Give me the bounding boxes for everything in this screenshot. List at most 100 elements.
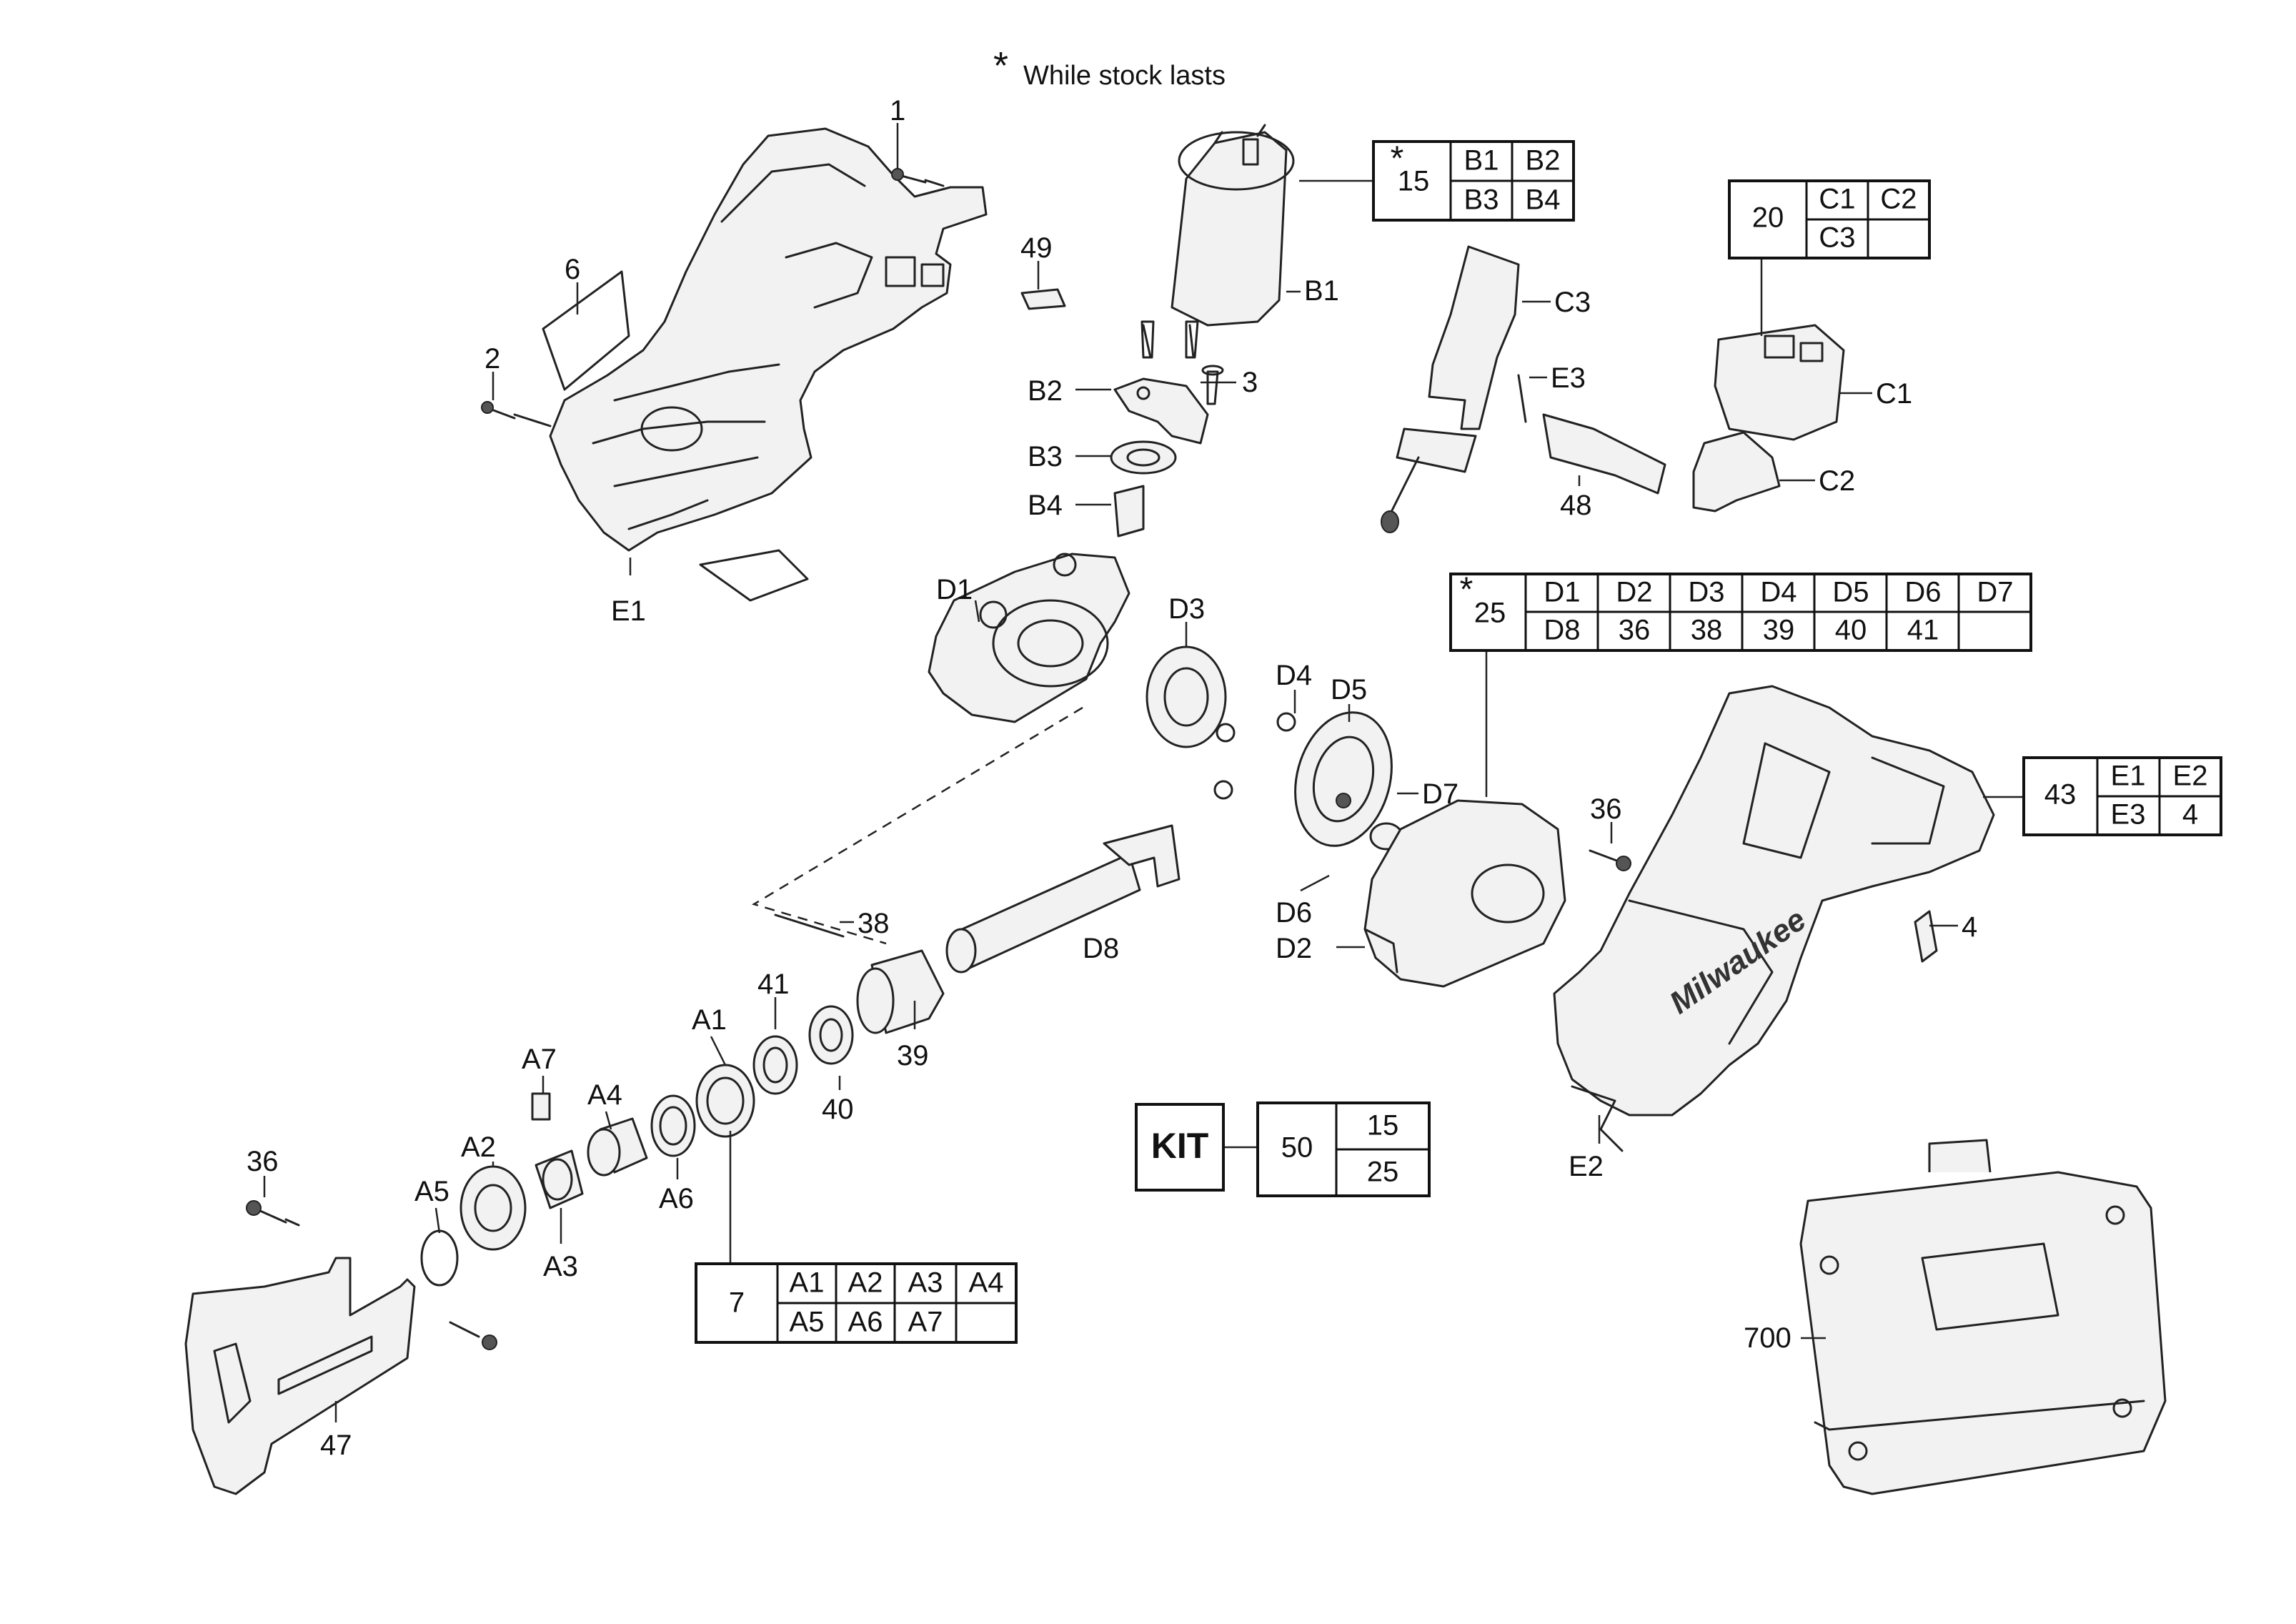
- table-43-cell: E1: [2111, 761, 2146, 792]
- a7-pin: [531, 1092, 551, 1121]
- callout-39: 39: [897, 1040, 929, 1071]
- table-20-cell: C3: [1819, 222, 1855, 254]
- callout-c2: C2: [1819, 465, 1855, 497]
- table-7-cell: A7: [908, 1307, 943, 1338]
- table-15-cell: B2: [1526, 145, 1561, 177]
- part-1-screw: [891, 168, 945, 187]
- callout-41: 41: [757, 969, 790, 1000]
- housing-half-e1-drawing: [549, 127, 988, 552]
- c1-switch: [1714, 324, 1845, 441]
- table-20: 20 C1 C2 C3: [1728, 179, 1931, 259]
- motor-b1-drawing: [1142, 124, 1295, 359]
- d4-screws: [1213, 712, 1296, 800]
- part-41-washer: [752, 1035, 798, 1095]
- a2-collar: [459, 1165, 527, 1251]
- assembly-line-d1: [751, 706, 1083, 945]
- callout-40: 40: [822, 1094, 854, 1125]
- table-25-cell: D2: [1616, 577, 1652, 608]
- table-25-cell: D4: [1760, 577, 1796, 608]
- table-43-id: 43: [2044, 779, 2077, 811]
- stock-note: * While stock lasts: [993, 44, 1226, 91]
- callout-700: 700: [1744, 1322, 1791, 1354]
- callout-a4: A4: [587, 1079, 622, 1111]
- table-25-cell: D3: [1688, 577, 1724, 608]
- callout-d4: D4: [1276, 660, 1312, 691]
- b2-bracket: [1113, 377, 1209, 445]
- table-15-cell: B3: [1464, 184, 1499, 216]
- table-7-cell: A2: [848, 1267, 883, 1299]
- callout-d5: D5: [1331, 674, 1367, 705]
- d5-gear: [1294, 711, 1393, 847]
- table-25: * 25 D1 D2 D3 D4 D5 D6 D7 D8 36 38 39 40…: [1449, 571, 2032, 652]
- callout-47: 47: [320, 1430, 352, 1461]
- a5-oring: [420, 1229, 459, 1287]
- table-25-id: 25: [1474, 598, 1506, 629]
- callout-38: 38: [858, 908, 890, 939]
- e3-pin: [1517, 374, 1527, 423]
- kit-cell: 15: [1367, 1110, 1399, 1142]
- table-43-cell: E3: [2111, 799, 2146, 831]
- callout-a7: A7: [522, 1044, 557, 1075]
- table-25-cell: 39: [1763, 615, 1795, 646]
- callout-b4: B4: [1028, 490, 1063, 521]
- gearbox-d1: [928, 553, 1130, 723]
- table-7-cell: A3: [908, 1267, 943, 1299]
- kit-cell: 25: [1367, 1157, 1399, 1188]
- table-7-cell: A6: [848, 1307, 883, 1338]
- callout-e3: E3: [1551, 362, 1586, 394]
- part-6-label-plate: [542, 270, 630, 391]
- a6-ring: [650, 1094, 696, 1157]
- table-25-cell: 40: [1835, 615, 1867, 646]
- table-43-cell: E2: [2173, 761, 2208, 792]
- part-38-pin: [774, 914, 845, 938]
- table-7-cell: A1: [790, 1267, 825, 1299]
- callout-6: 6: [565, 254, 580, 285]
- callout-49: 49: [1020, 232, 1053, 264]
- kit-label: KIT: [1151, 1126, 1209, 1166]
- callout-36-right: 36: [1590, 793, 1622, 825]
- callout-48: 48: [1560, 490, 1592, 521]
- table-25-cell: D7: [1977, 577, 2013, 608]
- callout-d2: D2: [1276, 933, 1312, 964]
- table-43-cell: 4: [2182, 799, 2198, 831]
- table-43: 43 E1 E2 E3 4: [2022, 756, 2222, 836]
- leader-lines: [263, 123, 2022, 1422]
- table-25-cell: 41: [1907, 615, 1939, 646]
- table-7-cell: A4: [969, 1267, 1004, 1299]
- callout-2: 2: [484, 343, 500, 375]
- part-49-clip: [1020, 288, 1066, 310]
- table-7-id: 7: [729, 1287, 745, 1319]
- d2-crank-housing: [1363, 799, 1566, 988]
- callout-a3: A3: [543, 1251, 578, 1282]
- part-48-clip: [1542, 413, 1666, 495]
- callout-d8: D8: [1083, 933, 1119, 964]
- a4-sleeve: [587, 1117, 648, 1177]
- screws-b1: [1140, 320, 1199, 359]
- part-39-sleeve: [856, 949, 945, 1034]
- table-15-cell: B1: [1464, 145, 1499, 177]
- a3-clip: [535, 1149, 584, 1209]
- table-25-star: *: [1460, 571, 1473, 609]
- callout-labels: 1 6 2 49 E1 B1 3 B2 B3 B4 C3 E3 48 C1 C2…: [247, 95, 1977, 1461]
- part-3-screw: [1201, 365, 1224, 405]
- part-4-label: [1914, 910, 1938, 963]
- d3-bearing: [1145, 645, 1227, 748]
- callout-36-left: 36: [247, 1146, 279, 1177]
- table-25-cell: D8: [1544, 615, 1580, 646]
- callout-a5: A5: [414, 1176, 449, 1207]
- callout-b1: B1: [1304, 275, 1339, 307]
- table-20-id: 20: [1752, 202, 1784, 234]
- d8-shaft: [945, 824, 1181, 974]
- table-15-id: 15: [1398, 166, 1430, 197]
- e1-sticker: [699, 549, 809, 602]
- table-25-cell: 38: [1691, 615, 1723, 646]
- kit-table: KIT 50 15 25: [1135, 1101, 1431, 1197]
- callout-a6: A6: [659, 1183, 694, 1214]
- part-40-washer: [808, 1005, 854, 1065]
- part-2-screw: [481, 401, 552, 427]
- callout-e2: E2: [1569, 1151, 1604, 1182]
- case-700: [1799, 1139, 2167, 1495]
- callout-d1: D1: [936, 574, 973, 605]
- table-15-star: *: [1391, 140, 1404, 178]
- callout-d7: D7: [1422, 778, 1458, 810]
